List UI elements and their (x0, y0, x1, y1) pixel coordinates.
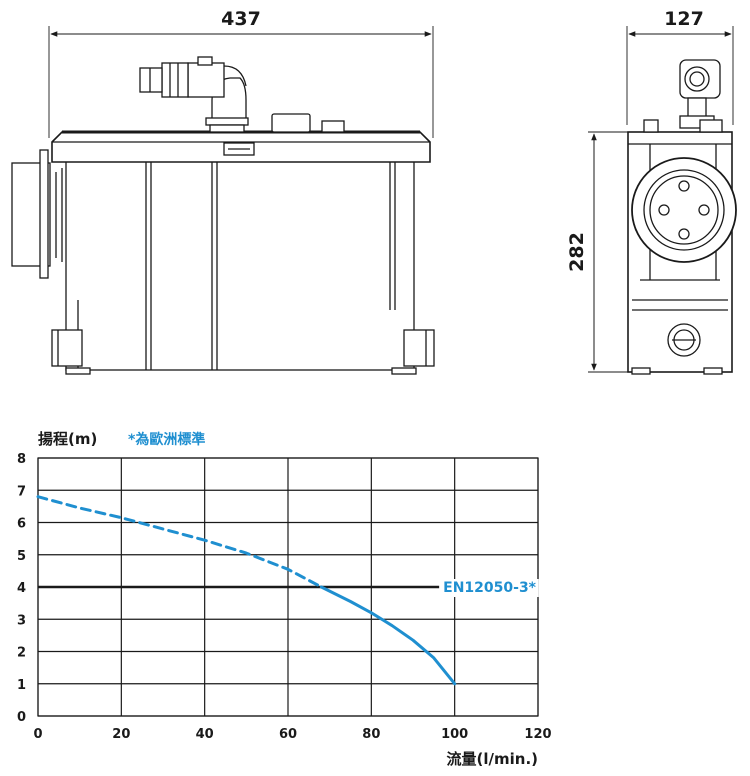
x-tick-label: 20 (112, 727, 130, 742)
front-body (65, 159, 415, 371)
left-inlet-flange (39, 149, 49, 279)
y-tick-label: 5 (17, 549, 26, 564)
curve-solid-series (319, 585, 457, 686)
chart-series (36, 495, 457, 686)
y-tick-label: 3 (17, 613, 26, 628)
front-view (11, 26, 435, 375)
side-view (588, 26, 737, 375)
reference-label-background (439, 579, 539, 597)
right-bottom-outlet (403, 329, 435, 367)
y-tick-label: 7 (17, 484, 26, 499)
y-tick-label: 1 (17, 678, 26, 693)
x-tick-label: 120 (524, 727, 551, 742)
side-inlet-ring (631, 157, 737, 263)
standard-note: *為歐洲標準 (128, 431, 205, 448)
y-axis-title: 揚程(m) (38, 430, 97, 448)
y-tick-label: 6 (17, 517, 26, 532)
curve-dashed-series (36, 495, 323, 589)
x-tick-label: 60 (279, 727, 297, 742)
x-tick-label: 100 (441, 727, 468, 742)
x-tick-label: 40 (196, 727, 214, 742)
left-bottom-outlet (51, 329, 83, 367)
y-tick-label: 4 (17, 581, 26, 596)
width-dimension-label: 437 (221, 8, 261, 30)
y-tick-label: 2 (17, 646, 26, 661)
height-dimension-label: 282 (566, 232, 588, 272)
x-axis-title: 流量(l/min.) (447, 750, 538, 768)
reference-label: EN12050-3* (443, 580, 537, 596)
y-tick-label: 8 (17, 452, 26, 467)
depth-dimension-label: 127 (664, 8, 704, 30)
y-tick-label: 0 (17, 710, 26, 725)
x-tick-label: 80 (362, 727, 380, 742)
x-tick-label: 0 (33, 727, 42, 742)
technical-drawing: 437 (11, 8, 737, 375)
